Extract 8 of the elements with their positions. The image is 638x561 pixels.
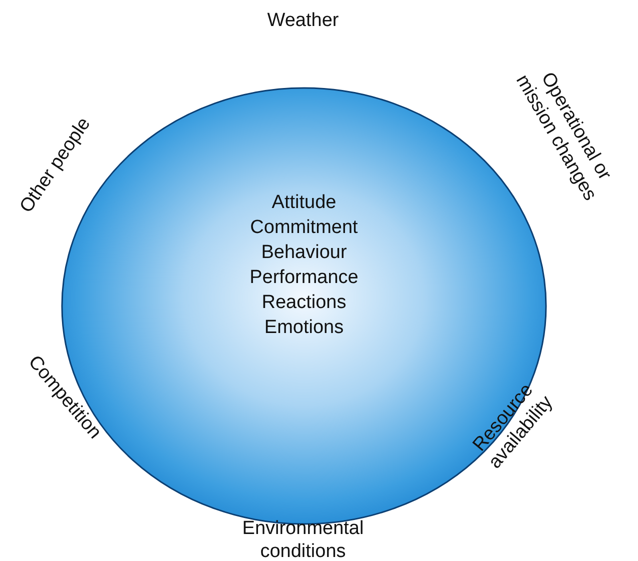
factor-label: Weather — [267, 8, 339, 32]
factor-label: Environmental conditions — [241, 517, 365, 561]
center-text: Attitude — [270, 191, 338, 215]
center-text: Behaviour — [260, 241, 348, 265]
center-text: Reactions — [260, 291, 348, 315]
center-text: Performance — [248, 266, 360, 290]
center-text: Emotions — [263, 316, 345, 340]
center-text: Commitment — [249, 216, 359, 240]
